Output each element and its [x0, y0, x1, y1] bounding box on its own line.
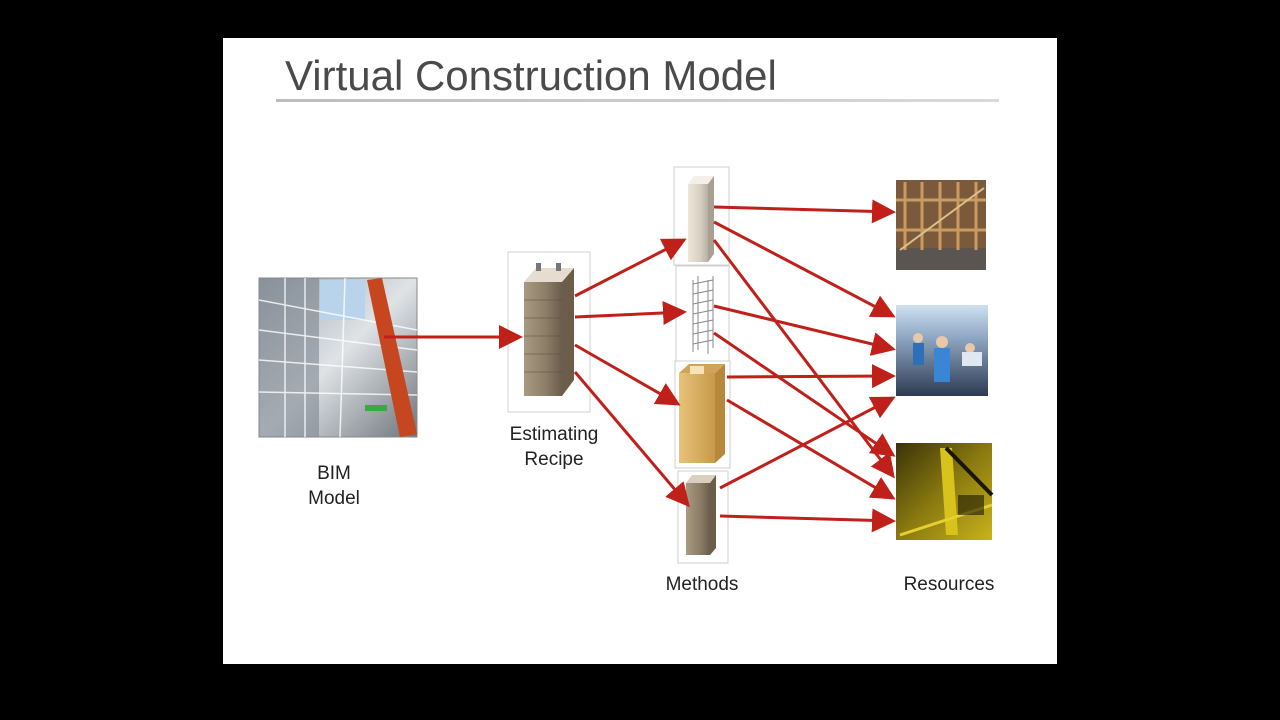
resource-image-crane [896, 443, 994, 540]
arrow-m1-to-r2 [713, 220, 896, 318]
recipe-image [507, 251, 591, 413]
title-underline [276, 99, 999, 102]
resource-image-workers [896, 305, 988, 396]
arrow-m1-to-r1 [713, 199, 896, 224]
arrow-m2-to-r2 [713, 304, 896, 356]
arrow-m3-to-r2 [726, 364, 896, 389]
method-image-rebar-cage [675, 265, 730, 362]
arrow-recipe-to-method-2 [574, 300, 687, 325]
bim-model-label: BIM Model [294, 461, 374, 511]
estimating-recipe-label: Estimating Recipe [499, 422, 609, 472]
method-image-wood-formwork [674, 360, 731, 469]
recipe-label-line2: Recipe [524, 449, 584, 470]
page-title: Virtual Construction Model [285, 52, 777, 99]
resources-label: Resources [903, 574, 995, 595]
arrow-m4-to-r2 [719, 396, 896, 490]
arrow-m4-to-r3 [719, 508, 896, 533]
bim-label-line1: BIM [317, 463, 351, 484]
bim-label-line2: Model [308, 488, 360, 509]
bim-model-image [258, 277, 418, 438]
arrow-m3-to-r3 [726, 398, 896, 500]
arrow-recipe-to-method-3 [574, 343, 681, 406]
arrow-recipe-to-method-4 [573, 371, 690, 508]
arrow-m2-to-r3 [713, 331, 896, 457]
resource-image-formwork [896, 180, 986, 270]
arrows [384, 199, 896, 533]
arrow-recipe-to-method-1 [574, 238, 687, 298]
recipe-label-line1: Estimating [509, 424, 599, 445]
arrow-m1-to-r3 [712, 239, 895, 479]
methods-label: Methods [665, 574, 739, 595]
